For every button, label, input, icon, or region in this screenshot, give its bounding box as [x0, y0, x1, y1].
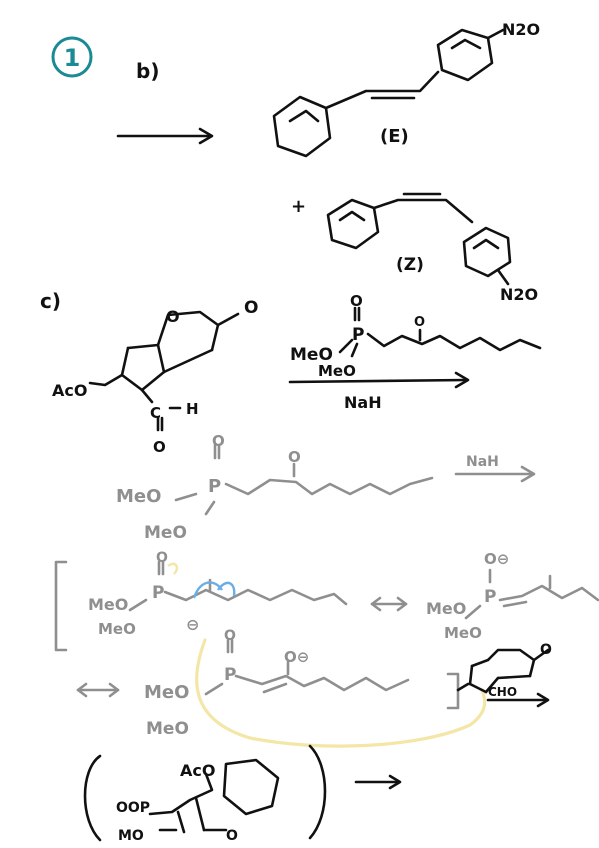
tetrahedral-intermediate: OOP MO O	[116, 758, 280, 844]
z-nitrostilbene: N2O	[326, 192, 538, 304]
resonance-carbanion	[128, 560, 348, 612]
part-b-reaction-arrow	[116, 127, 214, 145]
mech1-base: NaH	[466, 454, 499, 470]
phosphonate-p-oxygen: O	[350, 292, 363, 310]
lactone-carbonyl-oxygen: O	[244, 298, 258, 318]
phosphonate-p: P	[352, 325, 364, 345]
res-right-p: P	[484, 587, 496, 607]
res-left-p-oxygen: O	[156, 550, 168, 566]
resonance-arrow-1	[370, 596, 408, 612]
mech1-p-oxygen: O	[212, 432, 225, 450]
nitro-label-top: N2O	[502, 20, 540, 39]
enolate-meo-2: MeO	[146, 719, 189, 739]
mech1-arrow	[454, 465, 536, 483]
phosphonate-reagent	[338, 306, 542, 358]
resonance-arrow-2	[76, 682, 120, 698]
part-c-label: c)	[40, 289, 61, 313]
corey-lactone-aldehyde	[88, 310, 240, 432]
intermediate-aco: AcO	[180, 761, 215, 780]
e-nitrostilbene: N2O	[272, 20, 540, 158]
part-c-reaction-arrow	[288, 371, 470, 389]
highlight-path	[195, 638, 487, 748]
svg-text:OOP: OOP	[116, 800, 150, 816]
enolate-meo-1: MeO	[144, 682, 189, 703]
phosphonate-meo-2: MeO	[318, 362, 356, 380]
svg-text:O: O	[226, 828, 238, 844]
intermediate-bracket-left	[83, 754, 102, 842]
res-right-meo-2: MeO	[444, 624, 482, 642]
e-isomer-label: (E)	[380, 126, 409, 147]
aldehyde-hydrogen: H	[186, 400, 199, 418]
lactone-ring-oxygen: O	[166, 307, 180, 326]
svg-text:O: O	[540, 642, 552, 658]
small-lactone-aldehyde: O	[456, 642, 552, 708]
section-number: 1	[64, 44, 81, 72]
enolate-oxyanion: O⊖	[284, 648, 309, 666]
mech1-p: P	[208, 476, 221, 497]
aco-label: AcO	[52, 381, 87, 400]
res-left-p: P	[152, 583, 164, 603]
enolate	[204, 638, 410, 696]
mech1-meo-2: MeO	[144, 523, 187, 543]
plus-sign: +	[291, 196, 306, 217]
section-number-badge: 1	[51, 36, 93, 78]
z-isomer-label: (Z)	[396, 255, 424, 275]
res-left-meo-1: MeO	[88, 595, 128, 614]
phosphonate-meo-1: MeO	[290, 345, 333, 365]
enolate-p-oxygen: O	[224, 628, 236, 644]
intermediate-bracket-right	[308, 744, 327, 840]
nitro-label-bottom: N2O	[500, 285, 538, 304]
res-left-meo-2: MeO	[98, 620, 136, 638]
aldehyde-oxygen: O	[153, 438, 166, 456]
res-right-oxyanion: O⊖	[484, 550, 509, 568]
mechanism-phosphonate	[174, 443, 434, 516]
bracket-right	[446, 672, 460, 710]
condition-nah: NaH	[344, 393, 382, 412]
res-left-carbanion: ⊖	[186, 615, 199, 634]
mech1-keto-oxygen: O	[288, 448, 301, 466]
part-b-label: b)	[136, 59, 159, 83]
small-aldehyde-cho: CHO	[488, 685, 517, 699]
res-right-meo-1: MeO	[426, 599, 466, 618]
final-arrow	[354, 774, 402, 790]
mech1-meo-1: MeO	[116, 486, 161, 507]
enolate-p: P	[224, 665, 236, 685]
resonance-ylide	[464, 568, 599, 620]
aldehyde-carbon: C	[150, 404, 161, 422]
bracket-left	[54, 560, 68, 652]
svg-text:MO: MO	[118, 828, 144, 844]
phosphonate-keto-oxygen: O	[414, 315, 425, 330]
